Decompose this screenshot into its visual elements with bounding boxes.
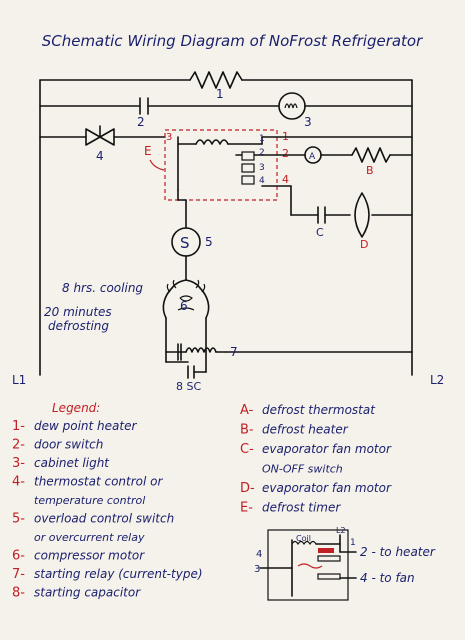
legend-numbered-item-num: 4- — [12, 475, 25, 490]
legend-lettered-item-text: defrost timer — [262, 501, 341, 515]
legend-numbered-item-text: starting capacitor — [34, 586, 141, 600]
label-6-motor: 6 — [180, 299, 188, 313]
legend-numbered-item-num: 8- — [12, 586, 25, 601]
cabinet-light-icon — [278, 92, 413, 120]
timer-term-3-outer: 3 — [166, 132, 172, 143]
compressor-motor — [162, 279, 210, 353]
timer-pointer-arrow — [149, 159, 165, 171]
inset-left-4: 4 — [256, 549, 262, 560]
label-B-heater: B — [366, 164, 374, 177]
timer-contacts — [235, 151, 263, 185]
dew-point-heater — [39, 71, 413, 89]
thermostat-control — [39, 125, 166, 146]
label-7-relay: 7 — [230, 345, 238, 359]
legend-lettered-item-num: D- — [240, 481, 255, 496]
label-3-light: 3 — [304, 115, 312, 129]
label-1-heater: 1 — [216, 87, 224, 101]
legend-lettered-item-text: defrost heater — [262, 423, 349, 437]
door-switch — [39, 97, 279, 115]
inset-to-fan: 4 - to fan — [360, 571, 415, 585]
note-defrost-2: defrosting — [48, 319, 109, 333]
label-4-thermostat: 4 — [96, 149, 104, 163]
legend-numbered-item-text: starting relay (current-type) — [34, 567, 203, 581]
legend-numbered-item-text: dew point heater — [34, 419, 137, 433]
legend-lettered-item-num: C- — [240, 442, 254, 457]
note-cooling: 8 hrs. cooling — [62, 281, 143, 295]
legend-numbered-item-text: thermostat control or — [34, 475, 164, 489]
label-5-overload: 5 — [205, 235, 213, 249]
inset-to-heater: 2 - to heater — [360, 545, 436, 559]
defrost-heater-branch — [261, 146, 413, 164]
legend-numbered-item-text: or overcurrent relay — [34, 531, 145, 544]
timer-term-4-outer: 4 — [282, 173, 289, 186]
starting-relay — [165, 343, 413, 363]
timer-term-4-inner: 4 — [259, 176, 265, 186]
legend-numbered-item-text: door switch — [34, 438, 103, 452]
timer-term-1-inner: 1 — [259, 134, 265, 144]
legend-numbered-item-text: cabinet light — [34, 456, 110, 470]
inset-l2-label: L2 — [336, 526, 346, 535]
timer-inset — [259, 529, 357, 601]
timer-term-3-inner: 3 — [259, 163, 265, 173]
starting-capacitor — [187, 351, 207, 379]
overload-symbol-s: S — [180, 234, 190, 252]
timer-coil — [177, 136, 263, 191]
legend-heading: Legend: — [52, 401, 100, 415]
legend-numbered-item-num: 6- — [12, 549, 25, 564]
label-D-fan-motor: D — [360, 238, 368, 251]
legend-numbered-item-num: 1- — [12, 419, 25, 434]
label-L2: L2 — [430, 373, 444, 387]
label-2-switch: 2 — [137, 115, 145, 129]
legend-lettered-item-text: defrost thermostat — [262, 403, 376, 417]
legend-lettered-item-text: evaporator fan motor — [262, 442, 392, 456]
legend-numbered-item-text: overload control switch — [34, 512, 174, 526]
inset-coil-label: Coil — [296, 534, 311, 543]
label-C-fan-switch: C — [316, 226, 324, 239]
legend-numbered-item-text: temperature control — [34, 494, 145, 507]
inset-1-label: 1 — [350, 538, 356, 548]
legend-numbered-item-num: 7- — [12, 567, 25, 582]
label-8-capacitor: 8 SC — [176, 380, 201, 393]
legend-lettered-item-num: E- — [240, 501, 253, 516]
label-E-timer: E — [144, 144, 152, 158]
legend-lettered-item-num: B- — [240, 423, 254, 438]
label-A-thermostat: A — [309, 152, 316, 162]
note-defrost-1: 20 minutes — [44, 305, 112, 319]
legend-numbered-item-text: compressor motor — [34, 549, 145, 563]
timer-term-2-inner: 2 — [259, 148, 265, 158]
legend-lettered-item-text: ON-OFF switch — [262, 463, 343, 476]
fan-branch — [261, 185, 413, 238]
compressor-branch — [177, 189, 187, 229]
legend-numbered-item-num: 2- — [12, 438, 25, 453]
label-L1: L1 — [12, 373, 26, 387]
legend-lettered-item-num: A- — [240, 403, 254, 418]
defrost-timer-box — [164, 129, 278, 201]
timer-term-2-outer: 2 — [282, 147, 289, 160]
legend-numbered-list: 1- dew point heater 2- door switch 3- cabinet… — [12, 419, 203, 601]
legend-numbered-item-num: 3- — [12, 456, 25, 471]
legend-lettered-item-text: evaporator fan motor — [262, 481, 392, 495]
diagram-title: SChematic Wiring Diagram of NoFrost Refr… — [42, 32, 423, 50]
legend-numbered-item-num: 5- — [12, 512, 25, 527]
inset-left-3: 3 — [254, 564, 260, 575]
